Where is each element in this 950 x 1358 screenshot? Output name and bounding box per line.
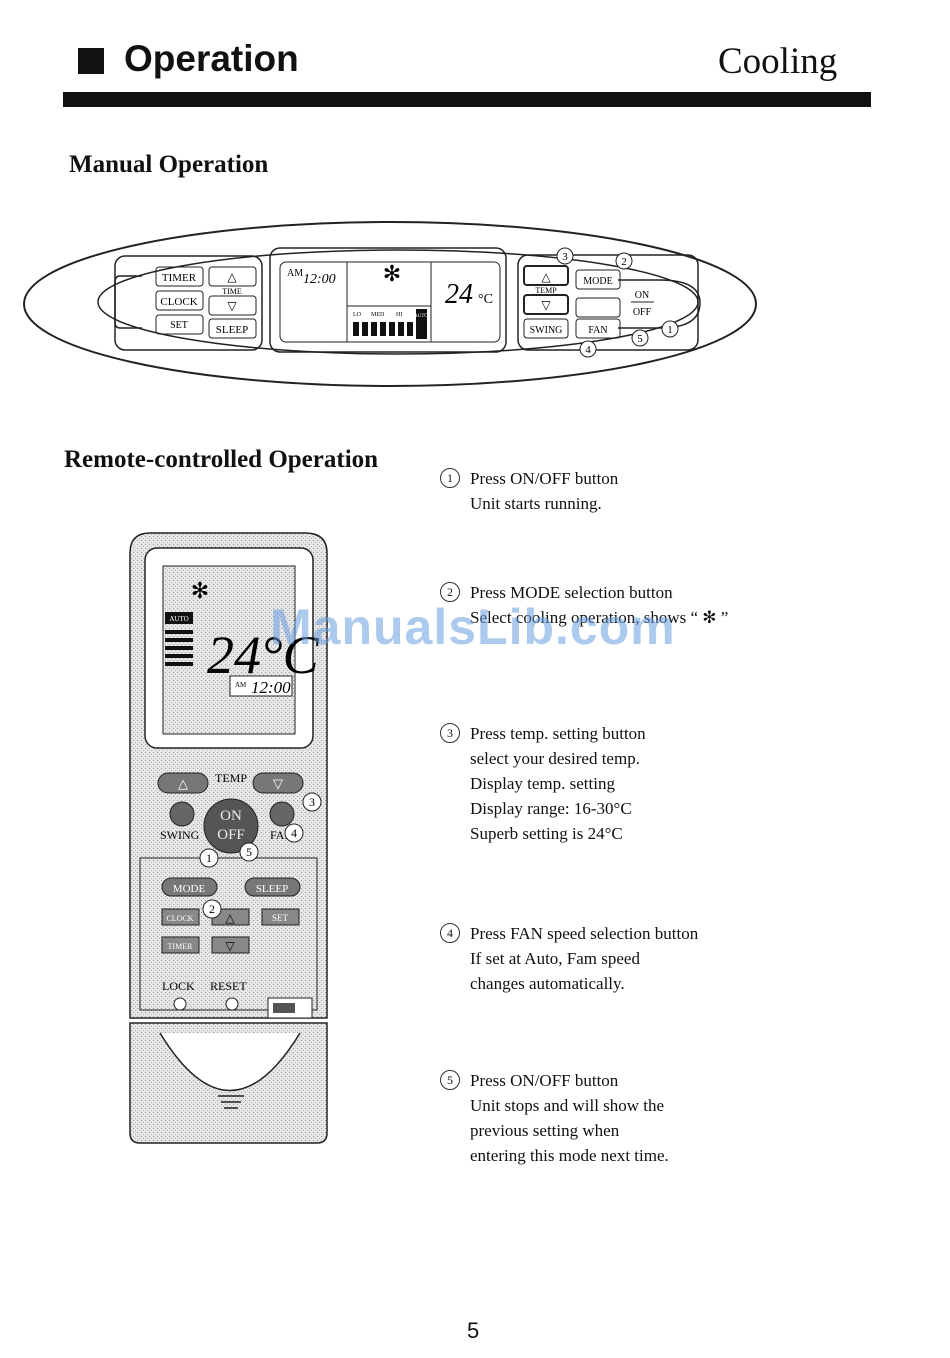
remote-display-clock: 12:00: [251, 678, 291, 697]
manual-operation-heading: Manual Operation: [69, 151, 269, 178]
panel-time-down-icon: ▽: [227, 299, 237, 313]
step-3-line-1: select your desired temp.: [470, 749, 640, 768]
step-3-line-3: Display range: 16-30°C: [470, 799, 632, 818]
panel-callout-2: 2: [621, 256, 627, 268]
panel-callout-1: 1: [667, 324, 673, 336]
watermark: ManualsLib.com: [270, 599, 676, 655]
step-1-title: Press ON/OFF button: [470, 469, 619, 488]
panel-mode-label: MODE: [583, 276, 612, 287]
panel-off-label: OFF: [633, 307, 652, 318]
panel-temp-label: TEMP: [535, 286, 557, 295]
step-1-line-1: Unit starts running.: [470, 494, 602, 513]
panel-sleep-label: SLEEP: [216, 324, 248, 336]
panel-callout-5: 5: [637, 333, 643, 345]
remote-callout-4: 4: [291, 826, 297, 840]
page-number: 5: [467, 1318, 480, 1343]
panel-display-unit: °C: [478, 292, 493, 307]
step-2-title: Press MODE selection button: [470, 583, 673, 602]
remote-callout-1: 1: [206, 851, 212, 865]
step-1-number: 1: [440, 468, 460, 488]
step-5-line-2: previous setting when: [470, 1121, 620, 1140]
remote-time-down-icon: ▽: [225, 939, 235, 953]
panel-lo-label: LO: [353, 312, 362, 318]
panel-auto-label: AUTO: [414, 314, 428, 319]
remote-temp-up-icon: △: [178, 776, 188, 791]
remote-callout-2: 2: [209, 902, 215, 916]
panel-clock-label: CLOCK: [160, 296, 197, 308]
step-5-number: 5: [440, 1070, 460, 1090]
remote-on-label: ON: [220, 808, 242, 824]
remote-snowflake-icon: ✻: [191, 578, 209, 603]
step-3-title: Press temp. setting button: [470, 724, 646, 743]
panel-timer-label: TIMER: [162, 272, 197, 284]
step-3: 3 Press temp. setting button select your …: [440, 721, 646, 846]
remote-temp-down-icon: ▽: [273, 776, 283, 791]
remote-time-up-icon: △: [225, 911, 235, 925]
remote-sleep-label: SLEEP: [256, 883, 288, 895]
panel-hi-label: HI: [396, 312, 402, 318]
remote-display-temp: 24°C: [207, 625, 320, 685]
panel-set-label: SET: [170, 320, 188, 331]
remote-callout-5: 5: [246, 845, 252, 859]
page-title: Operation: [124, 38, 299, 79]
step-3-line-2: Display temp. setting: [470, 774, 615, 793]
remote-lock-label: LOCK: [162, 979, 195, 993]
panel-display-clock: 12:00: [303, 272, 336, 287]
header-rule: [63, 92, 871, 107]
page-subtitle: Cooling: [718, 41, 838, 82]
panel-time-label: TIME: [222, 287, 242, 296]
step-2-number: 2: [440, 582, 460, 602]
remote-callout-3: 3: [309, 795, 315, 809]
panel-swing-label: SWING: [530, 325, 563, 336]
remote-display-am: AM: [235, 681, 247, 689]
remote-set-label: SET: [272, 913, 289, 923]
step-2-line-1: Select cooling operation, shows “ ✻ ”: [470, 608, 729, 627]
panel-temp-down-icon: ▽: [541, 298, 551, 312]
remote-swing-label: SWING: [160, 828, 200, 842]
remote-off-label: OFF: [217, 827, 245, 843]
panel-temp-up-icon: △: [541, 270, 551, 284]
step-5-title: Press ON/OFF button: [470, 1071, 619, 1090]
panel-callout-3: 3: [562, 251, 568, 263]
remote-temp-label: TEMP: [215, 771, 247, 785]
step-3-number: 3: [440, 723, 460, 743]
indoor-unit-panel: TIMER CLOCK SET △ TIME ▽ SLEEP AM 12:00 …: [23, 221, 757, 387]
step-5-line-3: entering this mode next time.: [470, 1146, 669, 1165]
remote-timer-label: TIMER: [168, 942, 194, 951]
panel-time-up-icon: △: [227, 270, 237, 284]
remote-clock-label: CLOCK: [166, 914, 193, 923]
step-4-line-1: If set at Auto, Fam speed: [470, 949, 640, 968]
step-5: 5 Press ON/OFF button Unit stops and will…: [440, 1068, 669, 1168]
battery-icon: [273, 1003, 295, 1013]
step-2: 2 Press MODE selection button Select cool…: [440, 580, 728, 630]
panel-display-temp: 24: [445, 279, 473, 310]
panel-fan-label: FAN: [588, 325, 607, 336]
header-square-icon: [78, 48, 104, 74]
panel-on-label: ON: [635, 290, 649, 301]
step-4: 4 Press FAN speed selection button If set…: [440, 921, 698, 996]
step-5-line-1: Unit stops and will show the: [470, 1096, 665, 1115]
step-1: 1 Press ON/OFF button Unit starts running…: [440, 466, 618, 516]
remote-mode-label: MODE: [173, 883, 206, 895]
panel-callout-4: 4: [585, 344, 591, 356]
step-4-title: Press FAN speed selection button: [470, 924, 699, 943]
panel-med-label: MED: [371, 312, 385, 318]
panel-snowflake-icon: ✻: [383, 261, 401, 286]
step-4-number: 4: [440, 923, 460, 943]
remote-control-illustration: ✻ AUTO 24°C AM 12:00 △ TEMP ▽ ON OFF SWI…: [129, 532, 328, 1144]
remote-auto-label: AUTO: [169, 615, 188, 623]
remote-reset-label: RESET: [210, 979, 247, 993]
remote-operation-heading: Remote-controlled Operation: [64, 446, 379, 473]
panel-display-am: AM: [287, 268, 303, 279]
step-3-line-4: Superb setting is 24°C: [470, 824, 623, 843]
step-4-line-2: changes automatically.: [470, 974, 625, 993]
